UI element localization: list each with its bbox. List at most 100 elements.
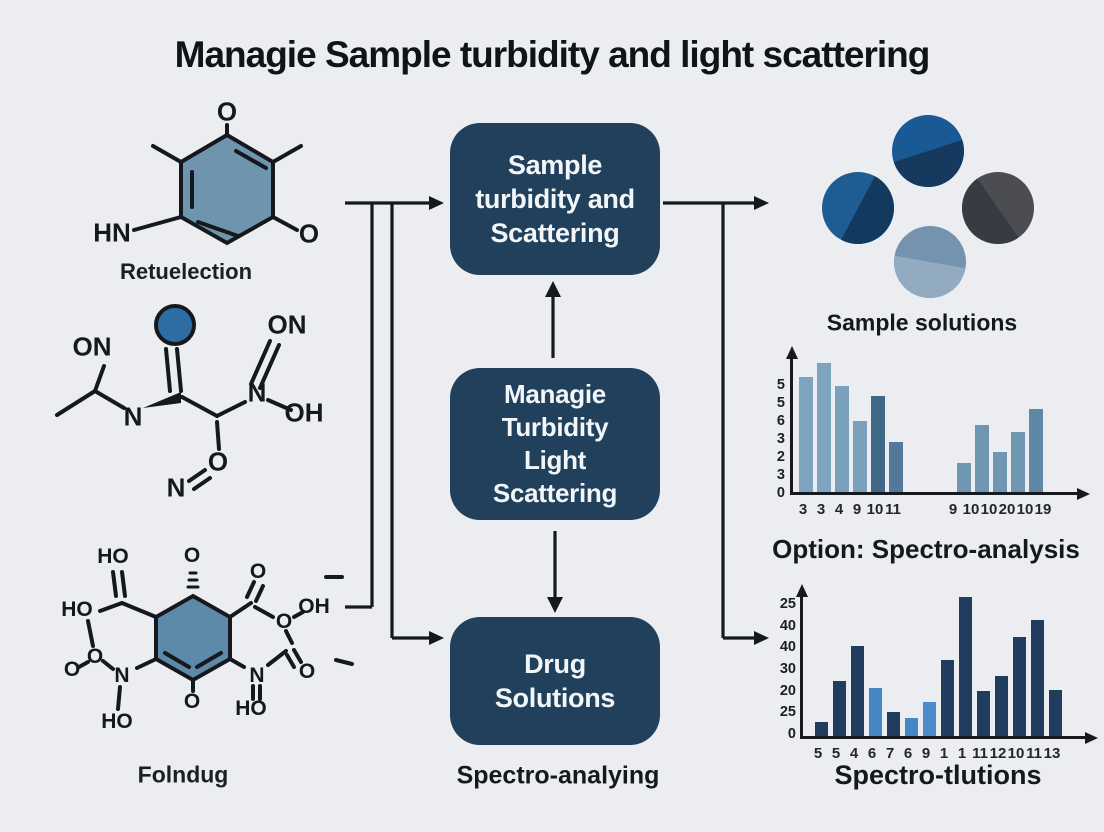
y-axis-arrow-icon (785, 346, 798, 359)
x-tick-label: 5 (813, 745, 823, 762)
caption-spectro-analying: Spectro-analying (456, 761, 660, 790)
bar (799, 376, 813, 492)
connector-lines (345, 201, 754, 640)
atom-label-ho: HO (235, 697, 267, 720)
x-tick-label: 1 (957, 745, 967, 762)
atom-label-o: O (275, 610, 293, 633)
x-tick-label: 3 (798, 501, 808, 518)
y-tick-label: 6 (776, 413, 785, 429)
atom-label-o: O (298, 218, 320, 249)
x-tick-label: 5 (831, 745, 841, 762)
molecule-1-label: Retuelection (119, 259, 253, 284)
x-tick-label: 19 (1034, 501, 1052, 518)
atom-label-ho: HO (61, 598, 93, 621)
x-tick-label: 10 (866, 501, 884, 518)
x-tick-label: 1 (939, 745, 949, 762)
x-tick-label: 10 (1007, 745, 1025, 762)
arrow-down-icon (547, 597, 563, 613)
bar (1013, 636, 1026, 736)
molecule-1-structure (132, 123, 303, 246)
atom-label-o: O (86, 645, 104, 668)
x-tick-label: 9 (921, 745, 931, 762)
atom-label-n: N (123, 401, 143, 432)
y-tick-label: 5 (776, 395, 785, 411)
bar (833, 681, 846, 736)
x-tick-label: 13 (1043, 745, 1061, 762)
bar (957, 462, 971, 492)
x-tick-label: 10 (1016, 501, 1034, 518)
arrow-right-to-top-box (429, 196, 444, 210)
bar (835, 386, 849, 492)
y-tick-label: 30 (779, 660, 796, 677)
y-tick-label: 25 (779, 596, 796, 612)
x-tick-label: 11 (885, 501, 901, 518)
y-tick-label: 0 (776, 485, 785, 501)
y-tick-label: 0 (787, 725, 796, 742)
x-tick-label: 4 (849, 745, 859, 762)
atom-label-n: N (166, 472, 186, 503)
bar (817, 363, 831, 492)
bar (993, 451, 1007, 492)
x-axis-arrow-icon (1085, 732, 1098, 744)
atom-label-o: O (298, 660, 316, 683)
y-tick-label: 20 (779, 682, 796, 699)
y-tick-label: 3 (776, 467, 785, 483)
x-tick-label: 7 (885, 745, 895, 762)
atom-label-n: N (114, 664, 130, 687)
x-axis-line (790, 492, 1078, 495)
arrow-right-to-chart (754, 631, 769, 645)
arrow-right-to-bottom-box (429, 631, 444, 645)
flow-box-label: Sample turbidity and Scattering (475, 150, 635, 248)
bar (889, 442, 903, 492)
arrow-up-icon (545, 281, 561, 297)
flow-box-label: Managie Turbidity Light Scattering (492, 379, 618, 508)
x-axis-arrow-icon (1077, 488, 1090, 500)
atom-label-oh: OH (298, 595, 330, 618)
flow-box-drug-solutions: Drug Solutions (450, 617, 660, 745)
blue-atom-dot (154, 304, 196, 346)
y-tick-label: 40 (779, 639, 796, 656)
bar (1011, 431, 1025, 492)
atom-label-on: ON (267, 309, 307, 340)
plot-area (795, 584, 1098, 744)
bars-container (793, 358, 1076, 492)
y-axis-line (790, 358, 793, 495)
sample-circles (822, 115, 1034, 304)
x-tick-label: 4 (834, 501, 844, 518)
bars-container (803, 596, 1084, 736)
diagram-title: Managie Sample turbidity and light scatt… (174, 34, 931, 75)
bar (851, 646, 864, 736)
plot-area (785, 346, 1090, 500)
bar (975, 425, 989, 492)
x-axis-line (800, 736, 1086, 739)
caption-sample-solutions: Sample solutions (826, 309, 1018, 336)
atom-label-oh: OH (284, 397, 324, 428)
y-tick-label: 40 (779, 617, 796, 634)
molecule-3-label: Folndug (137, 761, 229, 788)
molecule-3-structure (77, 570, 354, 711)
bar (853, 420, 867, 492)
x-tick-label: 10 (962, 501, 980, 518)
x-tick-label: 20 (998, 501, 1016, 518)
atom-label-n: N (249, 664, 265, 687)
atom-label-hn: HN (93, 217, 131, 248)
benzene-ring (179, 132, 275, 246)
sample-circle-bottom (888, 226, 972, 304)
bar (923, 702, 936, 736)
chart-caption: Option: Spectro-analysis (772, 534, 1080, 564)
x-label-gap (902, 501, 944, 518)
bar (977, 691, 990, 736)
x-tick-label: 6 (867, 745, 877, 762)
y-tick-label: 25 (779, 704, 796, 721)
x-tick-label: 10 (980, 501, 998, 518)
flow-box-manage-turbidity: Managie Turbidity Light Scattering (450, 368, 660, 520)
bar (887, 712, 900, 736)
wedge-bond (143, 392, 181, 408)
arrow-right-to-circles (754, 196, 769, 210)
fused-ring (154, 593, 232, 683)
atom-label-on: ON (72, 331, 112, 362)
